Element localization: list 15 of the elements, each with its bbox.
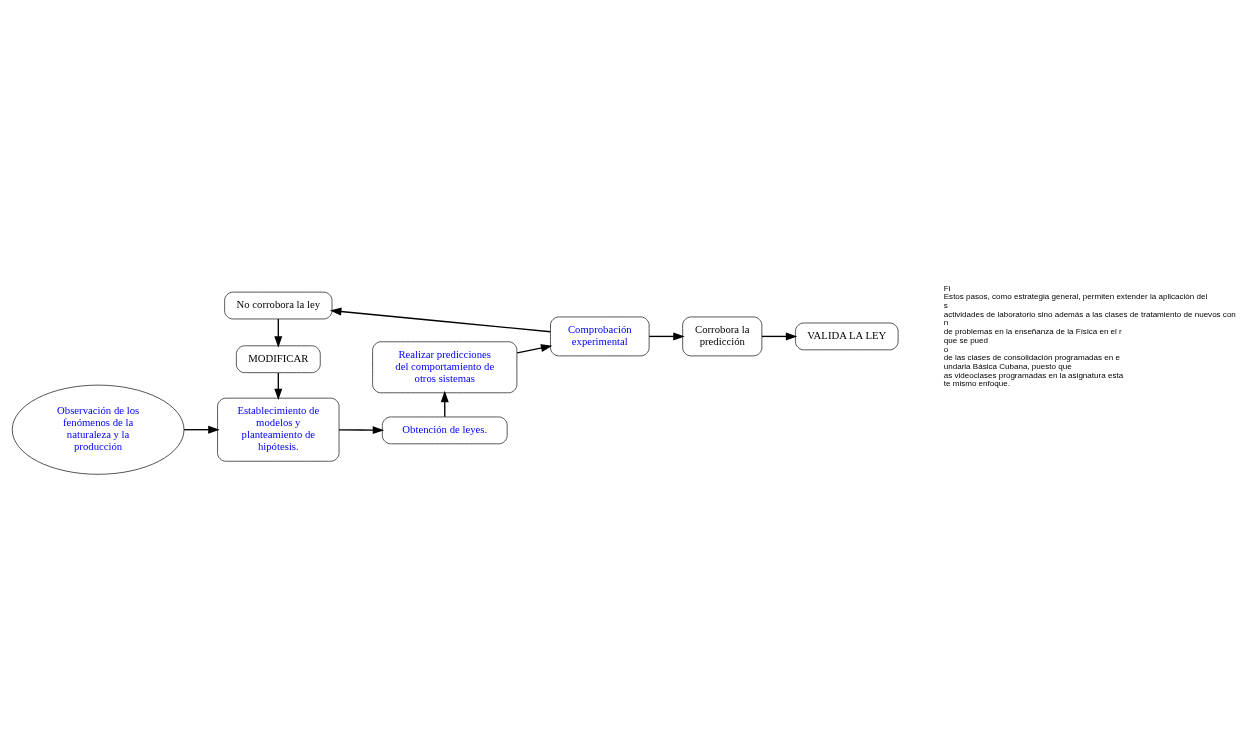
- arrow: [761, 332, 798, 341]
- node-box: Corrobora la predicción: [682, 316, 763, 357]
- node-box: VALIDA LA LEY: [795, 322, 899, 351]
- arrow: [516, 344, 553, 354]
- arrow: [648, 332, 685, 341]
- node-ellipse: Observación de los fenómenos de la naturaleza y la producción: [11, 384, 185, 475]
- node-box: Establecimiento de modelos y planteamiento de hipótesis.: [217, 397, 340, 462]
- node-box: Comprobación experimental: [550, 316, 650, 357]
- node-box: MODIFICAR: [236, 345, 321, 373]
- arrow: [183, 425, 220, 434]
- arrow: [338, 426, 385, 435]
- node-box: No corrobora la ley: [224, 291, 333, 320]
- node-box: Obtención de leyes.: [382, 416, 508, 445]
- node-box: Realizar predicciones del comportamiento de otros sistemas: [372, 341, 518, 394]
- arrow: [330, 307, 552, 333]
